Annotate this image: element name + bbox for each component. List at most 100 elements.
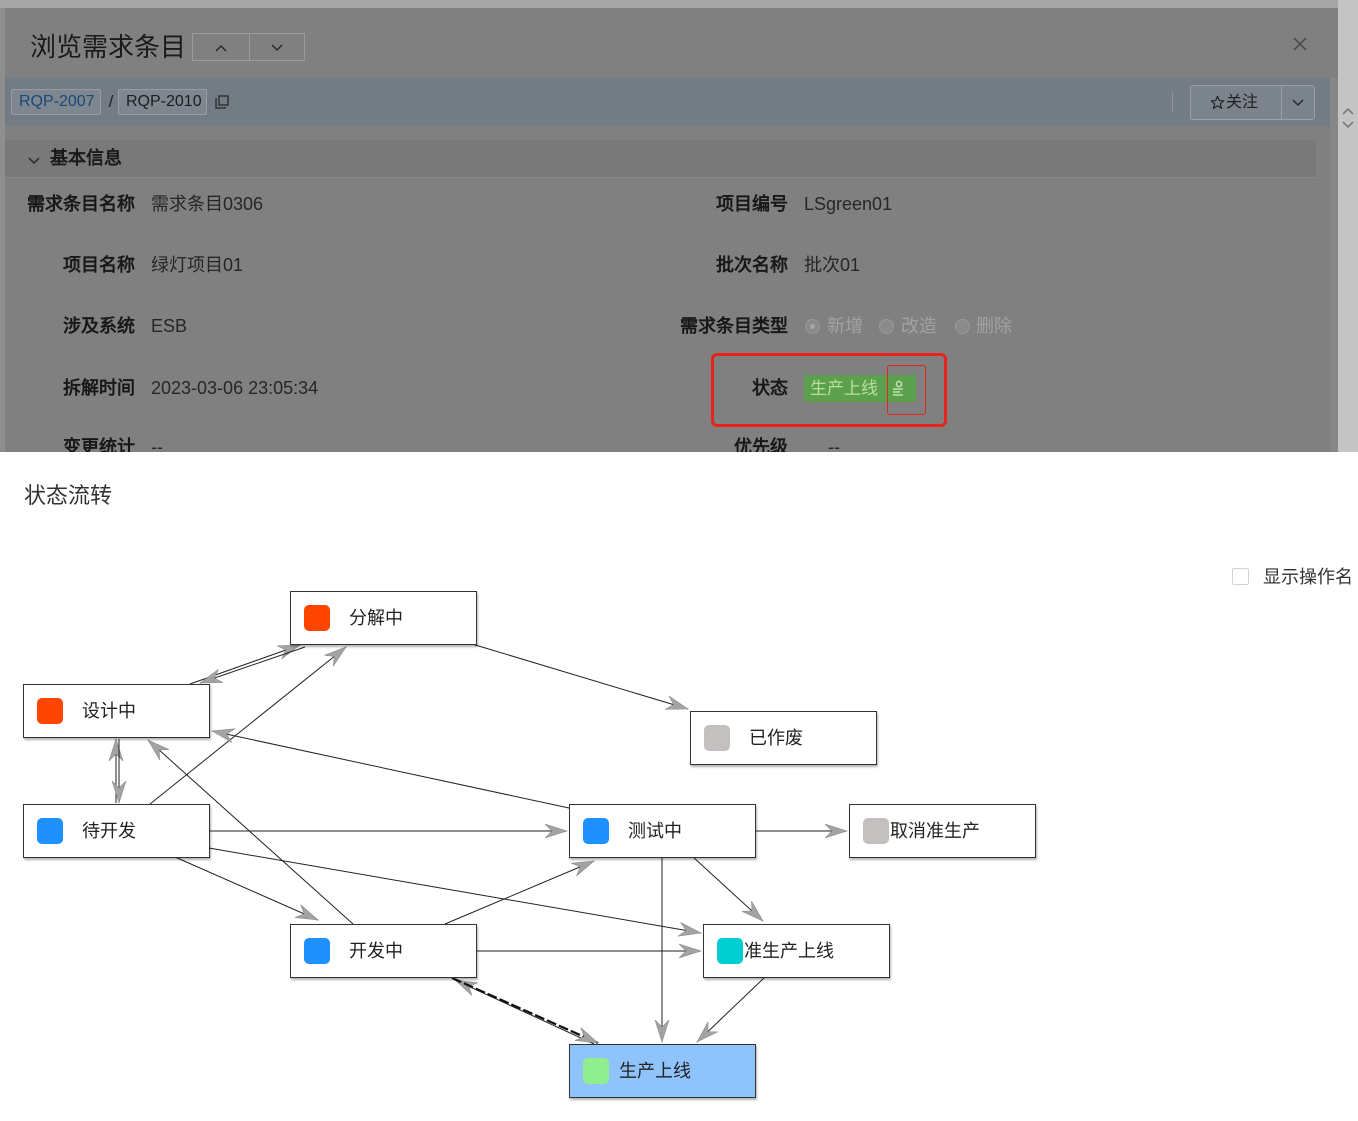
- state-color-marker: [304, 605, 330, 631]
- state-node-label: 分解中: [349, 608, 403, 628]
- section-title: 基本信息: [50, 148, 122, 168]
- prev-next-nav: [192, 33, 305, 61]
- state-flow-icon[interactable]: [890, 380, 906, 397]
- edge-todo-to-preprod: [208, 847, 701, 933]
- field-label-change-stats: 变更统计: [63, 437, 135, 452]
- field-label-project-name: 项目名称: [63, 255, 135, 275]
- state-node-preprod: 准生产上线: [703, 924, 890, 978]
- scroll-updown-icon[interactable]: [1340, 104, 1356, 132]
- edge-testing-to-design: [212, 731, 570, 809]
- edge-developing-to-testing: [444, 860, 594, 925]
- field-label-project-code: 项目编号: [716, 194, 788, 214]
- radio-new: [805, 319, 820, 334]
- state-color-marker: [37, 818, 63, 844]
- field-value-batch-name: 批次01: [804, 255, 861, 275]
- follow-divider: [1281, 86, 1282, 119]
- chevron-down-icon: [28, 153, 40, 165]
- state-color-marker: [704, 725, 730, 751]
- state-flow-title: 状态流转: [24, 483, 113, 508]
- edge-developing-to-prod: [451, 976, 598, 1045]
- state-node-label: 取消准生产: [890, 821, 980, 841]
- field-value-split-time: 2023-03-06 23:05:34: [151, 378, 319, 398]
- follow-label: 关注: [1226, 94, 1259, 111]
- radio-delete: [955, 319, 970, 334]
- copy-icon[interactable]: [215, 95, 229, 109]
- state-color-marker: [37, 698, 63, 724]
- status-icon-highlight-box: [887, 365, 926, 415]
- close-button[interactable]: [1290, 35, 1310, 55]
- chevron-down-icon: [1292, 95, 1304, 110]
- edge-decompose-to-abandoned: [471, 643, 688, 709]
- state-node-label: 准生产上线: [744, 941, 834, 961]
- edge-todo-to-developing: [174, 856, 318, 921]
- radio-label-modify: 改造: [901, 316, 937, 336]
- state-node-label: 开发中: [349, 941, 403, 961]
- requirement-item-dialog: 浏览需求条目 RQP-2007 / RQP-2010: [5, 8, 1338, 452]
- status-highlight-box: [711, 353, 947, 427]
- field-value-item-name: 需求条目0306: [151, 194, 264, 214]
- field-value-project-code: LSgreen01: [804, 194, 893, 214]
- field-label-priority: 优先级: [734, 437, 788, 452]
- modal-backdrop: 浏览需求条目 RQP-2007 / RQP-2010: [0, 0, 1358, 452]
- state-node-design: 设计中: [23, 684, 210, 738]
- state-color-marker: [583, 818, 609, 844]
- breadcrumb-item-current[interactable]: RQP-2010: [118, 89, 207, 115]
- status-badge: 生产上线: [804, 375, 916, 402]
- radio-label-new: 新增: [827, 316, 863, 336]
- edge-preprod-to-prod: [697, 976, 766, 1042]
- radio-modify: [879, 319, 894, 334]
- state-node-testing: 测试中: [569, 804, 756, 858]
- edge-decompose-to-design: [200, 646, 306, 684]
- follow-button[interactable]: 关注: [1191, 86, 1281, 119]
- state-node-label: 已作废: [749, 728, 803, 748]
- state-node-label: 生产上线: [619, 1061, 691, 1081]
- chevron-up-icon: [215, 40, 227, 55]
- state-color-marker: [583, 1058, 609, 1084]
- state-color-marker: [717, 938, 743, 964]
- state-color-marker: [863, 818, 889, 844]
- state-node-label: 测试中: [628, 821, 682, 841]
- edge-todo-to-decompose: [149, 647, 346, 805]
- field-label-system: 涉及系统: [63, 316, 135, 336]
- state-node-decompose: 分解中: [290, 591, 477, 645]
- status-badge-text: 生产上线: [810, 379, 878, 398]
- state-color-marker: [304, 938, 330, 964]
- dialog-scrollbar[interactable]: [1330, 78, 1338, 452]
- field-value-change-stats: --: [151, 437, 163, 452]
- field-value-system: ESB: [151, 316, 188, 336]
- show-operation-name-label[interactable]: 显示操作名: [1263, 567, 1353, 587]
- field-label-status: 状态: [752, 378, 788, 398]
- show-operation-name-checkbox[interactable]: [1232, 568, 1249, 585]
- breadcrumb-separator: /: [108, 92, 114, 111]
- toolbar-divider: [1172, 92, 1173, 112]
- field-label-item-name: 需求条目名称: [27, 194, 135, 214]
- state-flow-edges: [0, 643, 1358, 1045]
- edge-developing-to-design: [148, 740, 354, 925]
- state-node-todo: 待开发: [23, 804, 210, 858]
- state-node-label: 设计中: [82, 701, 136, 721]
- field-label-batch-name: 批次名称: [716, 255, 788, 275]
- follow-button-group: 关注: [1190, 85, 1315, 120]
- chevron-down-icon: [271, 40, 283, 55]
- state-node-cancel-preprod: 取消准生产: [849, 804, 1036, 858]
- field-label-split-time: 拆解时间: [63, 378, 135, 398]
- next-item-button[interactable]: [248, 34, 305, 60]
- page-scrollbar[interactable]: [1338, 0, 1358, 452]
- dialog-title: 浏览需求条目: [30, 32, 187, 62]
- edge-design-to-decompose: [189, 644, 300, 685]
- close-icon: [1292, 36, 1308, 55]
- radio-label-delete: 删除: [976, 316, 1012, 336]
- state-node-label: 待开发: [82, 821, 136, 841]
- star-icon: [1210, 95, 1225, 110]
- field-value-project-name: 绿灯项目01: [151, 255, 244, 275]
- field-label-item-type: 需求条目类型: [680, 316, 788, 336]
- breadcrumb-item-parent[interactable]: RQP-2007: [11, 89, 101, 115]
- section-header-basic-info[interactable]: 基本信息: [5, 140, 1316, 178]
- backdrop-top-strip: [0, 0, 1358, 8]
- field-value-priority: --: [828, 437, 840, 452]
- prev-item-button[interactable]: [193, 34, 249, 60]
- edge-testing-to-preprod: [692, 856, 763, 921]
- follow-menu-button[interactable]: [1282, 86, 1314, 119]
- state-node-developing: 开发中: [290, 924, 477, 978]
